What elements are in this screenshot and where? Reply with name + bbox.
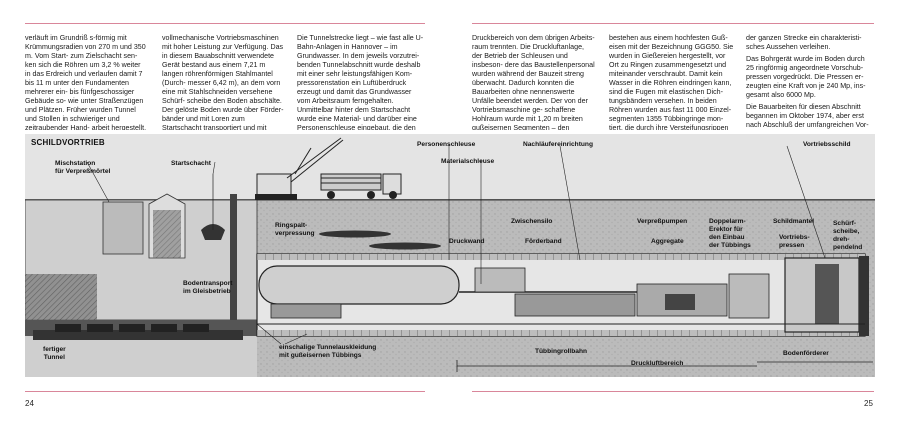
left-col-2: vollmechanische Vortriebsmaschinen mit h… <box>162 34 284 130</box>
label-personenschleuse: Personenschleuse <box>417 141 476 148</box>
shield-tunneling-diagram: SCHILDVORTRIEB Mischstation für Verpreßm… <box>25 134 875 377</box>
top-rule-left <box>25 23 425 24</box>
page-number-left: 24 <box>25 399 34 408</box>
label-schildmantel: Schildmantel <box>773 218 815 225</box>
label-bodenfoerderer: Bodenförderer <box>783 350 829 357</box>
label-zwischensilo: Zwischensilo <box>511 218 553 225</box>
label-aggregate: Aggregate <box>651 238 684 245</box>
label-materialschleuse: Materialschleuse <box>441 158 495 165</box>
right-col-3: der ganzen Strecke ein charakteristi- sc… <box>746 34 874 130</box>
label-bodentransport: Bodentransport im Gleisbetrieb <box>183 280 233 295</box>
bottom-rule-right <box>472 391 874 392</box>
bottom-rule-left <box>25 391 425 392</box>
right-col-3-p1: der ganzen Strecke ein charakteristi- sc… <box>746 34 862 52</box>
label-tuebbingrollbahn: Tübbingrollbahn <box>535 348 588 355</box>
label-druckwand: Druckwand <box>449 238 485 245</box>
right-col-3-p3: Die Bauarbeiten für diesen Abschnitt beg… <box>746 103 869 130</box>
label-erektor: Doppelarm- Erektor für den Einbau der Tü… <box>709 218 751 249</box>
label-verpresspumpen: Verpreßpumpen <box>637 218 688 225</box>
label-schuerfscheibe: Schürf- scheibe, dreh- pendelnd <box>833 220 863 251</box>
diagram-title: SCHILDVORTRIEB <box>31 138 105 147</box>
left-col-3: Die Tunnelstrecke liegt – wie fast alle … <box>297 34 424 130</box>
diagram-illustration <box>25 137 875 377</box>
label-fertiger-tunnel: fertiger Tunnel <box>43 346 66 361</box>
label-foerderband: Förderband <box>525 238 562 245</box>
label-vortriebsschild: Vortriebsschild <box>803 141 851 148</box>
label-tunnelauskleidung: einschalige Tunnelauskleidung mit gußeis… <box>279 344 377 359</box>
label-mischstation: Mischstation für Verpreßmörtel <box>55 160 111 175</box>
label-druckluftbereich: Druckluftbereich <box>631 360 684 367</box>
right-col-1: Druckbereich von dem übrigen Arbeits- ra… <box>472 34 595 130</box>
label-vortriebspressen: Vortriebs- pressen <box>779 234 810 249</box>
label-ringspaltverpressung: Ringspalt- verpressung <box>275 222 315 237</box>
right-col-2: bestehen aus einem hochfesten Guß- eisen… <box>609 34 734 130</box>
label-startschacht: Startschacht <box>171 160 211 167</box>
page-number-right: 25 <box>864 399 873 408</box>
top-rule-right <box>472 23 874 24</box>
left-col-1: verläuft im Grundriß s-förmig mit Krümmu… <box>25 34 147 130</box>
label-nachlaeufereinrichtung: Nachläufereinrichtung <box>523 141 593 148</box>
right-col-3-p2: Das Bohrgerät wurde im Boden durch 25 ri… <box>746 55 866 100</box>
